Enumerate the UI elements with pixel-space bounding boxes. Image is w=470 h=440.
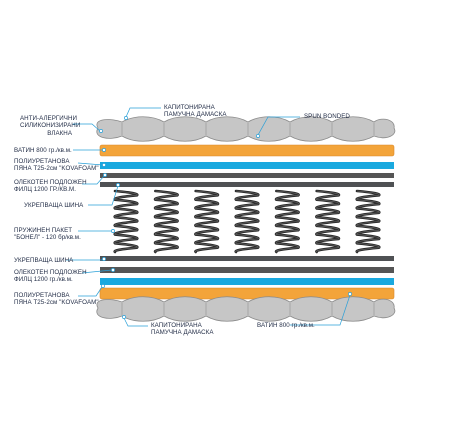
label-springs: ПРУЖИНЕН ПАКЕТ "БОНЕЛ" - 120 бр/кв.м.: [14, 227, 81, 242]
label-fibers: АНТИ-АЛЕРГИЧНИ СИЛИКОНИЗИРАНИ ВЛАКНА: [20, 115, 81, 137]
label-rail-top: УКРЕПВАЩА ШИНА: [24, 202, 84, 209]
label-wadding-bottom: ВАТИН 800 гр./кв.м.: [257, 322, 315, 329]
label-wadding-top: ВАТИН 800 гр./кв.м.: [14, 147, 72, 154]
felt-top-layer: [100, 173, 394, 178]
felt-bottom-layer: [100, 267, 394, 273]
spring-coil: [355, 189, 381, 254]
label-rail-bottom: УКРЕПВАЩА ШИНА: [14, 257, 74, 264]
spring-coil: [315, 189, 341, 254]
foam-bottom-layer: [100, 278, 394, 285]
rail-bottom: [100, 256, 394, 261]
rail-top: [100, 182, 394, 187]
label-foam-top: ПОЛИУРЕТАНОВА ПЯНА Т25-2см "KOVAFOAM": [14, 158, 99, 173]
wadding-bottom-layer: [99, 287, 395, 300]
foam-top-layer: [100, 162, 394, 169]
spring-coil: [113, 189, 139, 254]
spring-coil: [274, 189, 300, 254]
bottom-quilted-cover: [96, 296, 396, 322]
wadding-top-layer: [99, 144, 395, 157]
spring-coil: [153, 189, 179, 254]
label-felt-top: ОЛЕКОТЕН ПОДЛОЖЕН ФИЛЦ 1200 ГР./КВ.М.: [14, 179, 87, 194]
label-spun-bonded: SPUN BONDED: [304, 113, 350, 120]
leader-lines: [66, 107, 352, 327]
top-quilted-cover: [96, 116, 396, 142]
bonnel-spring-unit: [113, 189, 381, 254]
label-top-quilt: КАПИТОНИРАНА ПАМУЧНА ДАМАСКА: [164, 104, 227, 119]
spring-coil: [234, 189, 260, 254]
spring-coil: [194, 189, 220, 254]
label-felt-bottom: ОЛЕКОТЕН ПОДЛОЖЕН ФИЛЦ 1200 гр./кв.м.: [14, 269, 87, 284]
label-foam-bottom: ПОЛИУРЕТАНОВА ПЯНА Т25-2см "KOVAFOAM": [14, 292, 99, 307]
label-bottom-quilt: КАПИТОНИРАНА ПАМУЧНА ДАМАСКА: [151, 322, 214, 337]
